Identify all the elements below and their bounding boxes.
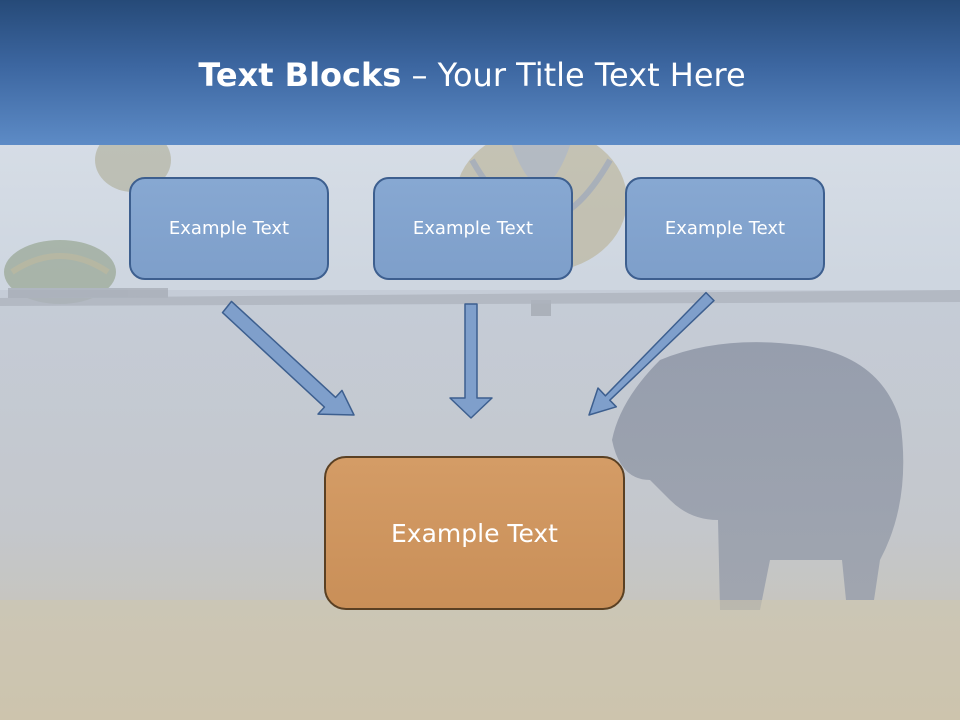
text-block-3-label: Example Text [664, 218, 786, 239]
arrow-center [449, 303, 493, 419]
title-rest: – Your Title Text Here [401, 56, 746, 94]
elephant [612, 342, 904, 610]
title-bold: Text Blocks [198, 56, 402, 94]
text-block-2[interactable]: Example Text [373, 177, 573, 280]
text-block-3[interactable]: Example Text [625, 177, 825, 280]
target-block-label: Example Text [391, 518, 558, 548]
balloon-ground [4, 240, 168, 304]
target-block[interactable]: Example Text [324, 456, 625, 610]
arrow-left [221, 300, 355, 416]
text-block-1[interactable]: Example Text [129, 177, 329, 280]
title-bar [0, 0, 960, 145]
text-block-1-label: Example Text [168, 218, 290, 239]
text-block-2-label: Example Text [412, 218, 534, 239]
slide-title: Text Blocks – Your Title Text Here [0, 52, 944, 98]
arrow-right [588, 291, 715, 416]
